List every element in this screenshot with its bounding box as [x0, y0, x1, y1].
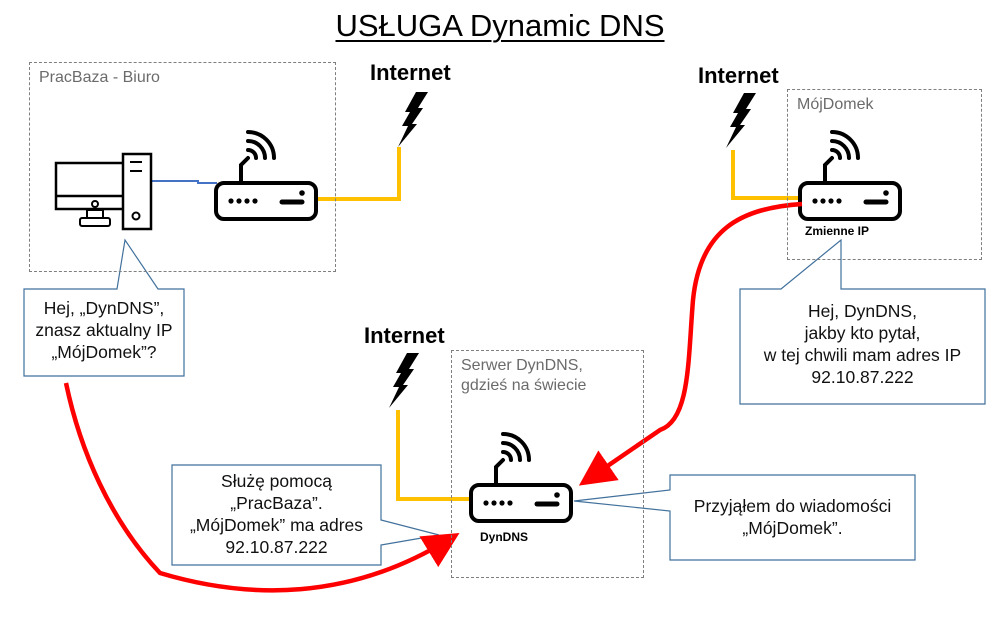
internet-label-office: Internet: [370, 60, 451, 85]
page-title: USŁUGA Dynamic DNS: [335, 8, 665, 43]
callout-server-ack-text: Przyjąłem do wiadomości „MójDomek”.: [670, 495, 915, 539]
lightning-bolt-icon-office: [398, 92, 428, 147]
internet-label-server: Internet: [364, 323, 445, 348]
arrow-query-to-server: [63, 382, 460, 593]
zone-office: PracBaza - Biuro: [29, 62, 336, 272]
computer-icon: [54, 152, 153, 231]
lightning-bolt-icon-home: [726, 93, 756, 148]
zone-server-label-line2: gdzieś na świecie: [461, 377, 587, 394]
callout-line: „PracBaza”.: [230, 493, 323, 513]
wan-cable-office: [314, 147, 401, 201]
lan-cable: [150, 180, 217, 184]
callout-home-bubble: [739, 238, 986, 405]
callout-line: Służę pomocą: [221, 471, 332, 491]
callout-line: „MójDomek”.: [742, 518, 843, 538]
callout-server-reply-text: Służę pomocą „PracBaza”. „MójDomek” ma a…: [172, 470, 381, 558]
callout-line: Hej, „DynDNS”,: [43, 298, 165, 318]
callout-home-text: Hej, DynDNS, jakby kto pytał, w tej chwi…: [740, 300, 985, 388]
zone-server-label: Serwer DynDNS, gdzieś na świecie: [461, 356, 586, 396]
zone-server: Serwer DynDNS, gdzieś na świecie: [451, 350, 644, 578]
callout-line: 92.10.87.222: [811, 367, 914, 387]
wan-cable-server: [396, 410, 476, 501]
zone-server-label-line1: Serwer DynDNS,: [461, 357, 583, 374]
callout-office-bubble: [23, 238, 185, 377]
server-router-label: DynDNS: [480, 530, 529, 544]
zone-office-label: PracBaza - Biuro: [39, 69, 160, 86]
zone-home-label: MójDomek: [797, 96, 874, 113]
callout-line: 92.10.87.222: [225, 537, 328, 557]
callout-line: „MójDomek” ma adres: [189, 515, 364, 535]
arrow-update-to-server: [578, 201, 803, 486]
callout-line: znasz aktualny IP: [35, 320, 173, 340]
callout-line: Hej, DynDNS,: [808, 301, 917, 321]
wan-cable-home: [731, 150, 802, 200]
home-router-label: Zmienne IP: [805, 224, 870, 238]
callout-server-reply-bubble: [171, 464, 440, 566]
callout-line: „MójDomek”?: [51, 342, 157, 362]
lightning-bolt-icon-server: [389, 353, 419, 408]
callout-line: jakby kto pytał,: [804, 323, 921, 343]
callout-office-text: Hej, „DynDNS”, znasz aktualny IP „MójDom…: [24, 297, 184, 363]
internet-label-home: Internet: [698, 63, 779, 88]
callout-line: Przyjąłem do wiadomości: [693, 496, 892, 516]
callout-server-ack-bubble: [573, 474, 916, 561]
callout-line: w tej chwili mam adres IP: [763, 345, 962, 365]
zone-home: MójDomek: [787, 89, 982, 260]
